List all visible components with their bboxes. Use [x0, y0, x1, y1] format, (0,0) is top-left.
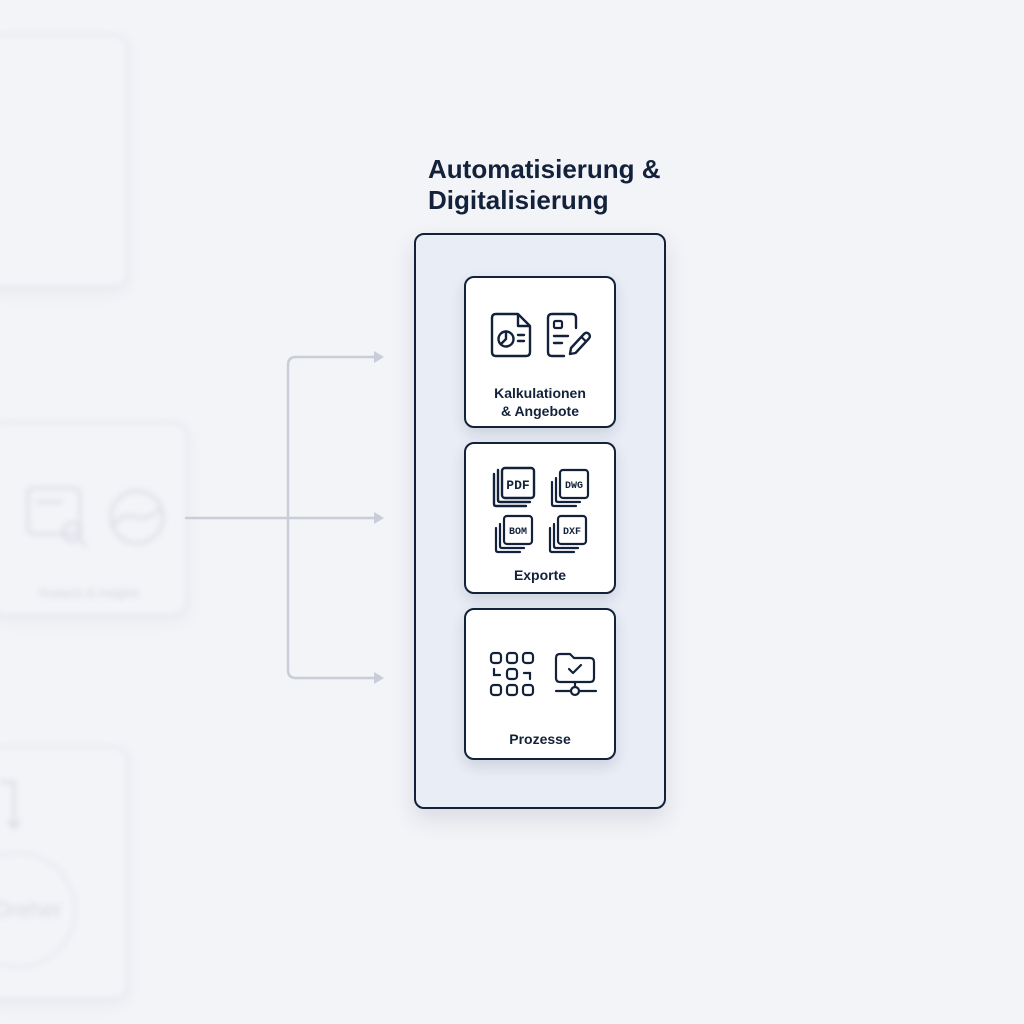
dwg-badge: DWG: [565, 481, 583, 492]
dxf-badge: DXF: [563, 527, 581, 538]
card-exporte[interactable]: PDF DWG BOM DXF Exporte: [464, 442, 616, 594]
pdf-badge: PDF: [506, 478, 530, 493]
card-label-line2: & Angebote: [500, 403, 580, 419]
document-chart-icon: [490, 312, 532, 358]
card-label-line1: Prozesse: [509, 731, 571, 747]
card-label: Kalkulationen & Angebote: [466, 384, 614, 420]
card-label-line1: Exporte: [513, 567, 567, 583]
bom-badge: BOM: [509, 527, 527, 538]
card-label: Prozesse: [466, 730, 614, 748]
search-document-icon: [26, 486, 88, 548]
arrowhead-middle: [374, 512, 384, 524]
dxf-export-icon: DXF: [548, 514, 588, 554]
card-label-line1: Kalkulationen: [494, 385, 586, 401]
pdf-export-icon: PDF: [492, 466, 536, 508]
ghost-circle-label: Dreher: [0, 897, 62, 922]
section-title-line1: Automatisierung &: [428, 154, 661, 184]
chart-circle-icon: [109, 489, 165, 545]
workflow-grid-icon: [489, 651, 535, 697]
section-title: Automatisierung & Digitalisierung: [428, 154, 728, 216]
ghost-card-label: Analysis & Insights: [38, 586, 140, 600]
bom-export-icon: BOM: [494, 514, 534, 554]
connector-top: [286, 355, 380, 680]
arrowhead-top: [374, 351, 384, 363]
card-kalkulationen[interactable]: Kalkulationen & Angebote: [464, 276, 616, 428]
network-folder-icon: [554, 652, 598, 697]
document-edit-icon: [546, 312, 592, 358]
ghost-card-analysis: Analysis & Insights: [0, 422, 188, 616]
ghost-card-top: [0, 34, 128, 288]
arrow-down-icon: [0, 780, 22, 831]
card-prozesse[interactable]: Prozesse: [464, 608, 616, 760]
arrowhead-bottom: [374, 672, 384, 684]
section-title-line2: Digitalisierung: [428, 185, 609, 215]
card-label: Exporte: [466, 566, 614, 584]
dwg-export-icon: DWG: [550, 468, 590, 508]
